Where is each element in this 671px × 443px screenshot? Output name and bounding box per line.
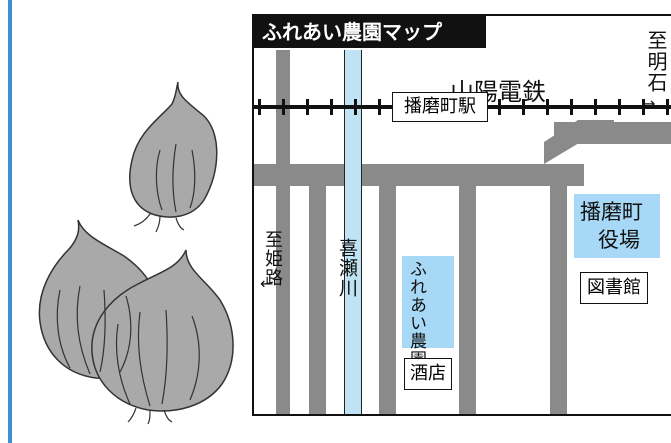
vertical-road-right <box>459 164 476 414</box>
vertical-road-center <box>379 164 396 414</box>
station-label: 播磨町駅 <box>392 92 488 122</box>
direction-akashi-label: 至明石 <box>644 30 668 93</box>
town-hall-label-line2: 役場 <box>598 228 640 252</box>
road-bend <box>544 120 614 164</box>
farm-highlight <box>402 256 454 348</box>
arrow-right-icon: → <box>642 94 656 113</box>
arrow-left-icon: ← <box>260 274 274 293</box>
direction-himeji-label: 至姫路 <box>262 230 283 287</box>
library-label: 図書館 <box>580 272 648 304</box>
vertical-road-left <box>309 164 326 414</box>
town-hall-highlight <box>574 194 660 258</box>
vertical-road-far-left <box>276 50 290 414</box>
river <box>344 50 362 414</box>
onion-icon <box>38 81 234 425</box>
town-hall-label-line1: 播磨町 <box>580 200 643 224</box>
river-name-label: 喜瀬川 <box>336 238 358 298</box>
liquor-store-label: 酒店 <box>404 358 452 390</box>
vertical-road-east <box>550 164 567 414</box>
farm-label: ふれあい農園 <box>406 260 426 368</box>
left-margin-rule <box>8 0 12 443</box>
main-east-west-road <box>254 164 584 186</box>
map-area: ふれあい農園マップ 山陽電鉄 播磨町駅 至明石 → 至姫路 ← 喜瀬川 ふれあい… <box>252 14 671 416</box>
map-title: ふれあい農園マップ <box>254 16 486 48</box>
